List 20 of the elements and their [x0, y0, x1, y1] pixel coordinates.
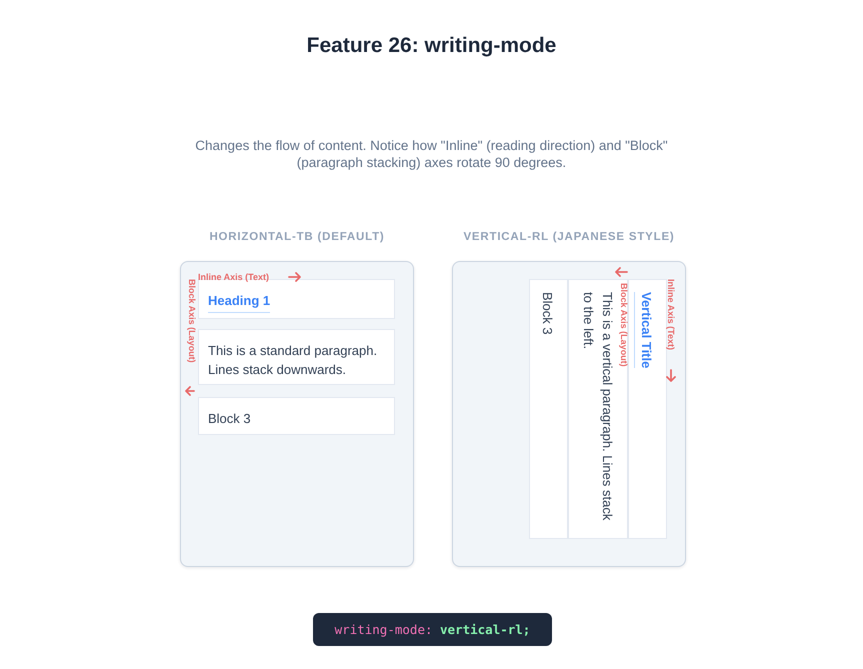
description-text: Changes the flow of content. Notice how "Inline" (reading direction) and "Block" (paragraph stacking) axes rotate 90 degrees. [194, 137, 669, 171]
content-block [628, 279, 667, 539]
paragraph-text: This is a vertical paragraph. Lines stack to the left. [581, 292, 615, 520]
paragraph-text: This is a standard paragraph. Lines stack downwards. [208, 343, 378, 377]
axis-label: Inline Axis (Text) [198, 272, 270, 282]
axis-label: Block Axis (Layout) [619, 283, 629, 367]
axis-label: Inline Axis (Text) [666, 279, 676, 350]
heading-text: Vertical Title [634, 292, 655, 368]
content-block [529, 279, 568, 539]
content-block [568, 279, 628, 539]
code-snippet: writing-mode: vertical-rl; [313, 613, 552, 646]
content-block [198, 397, 395, 435]
block-text: Block 3 [208, 411, 251, 426]
title: Feature 26: writing-mode [306, 34, 556, 58]
heading-text: Heading 1 [208, 292, 270, 313]
panel-heading: VERTICAL-RL (JAPANESE STYLE) [463, 231, 675, 243]
block-text: Block 3 [540, 292, 555, 335]
content-block [198, 329, 395, 385]
axis-label: Block Axis (Layout) [187, 279, 197, 363]
panel-heading: HORIZONTAL-TB (DEFAULT) [209, 231, 385, 243]
